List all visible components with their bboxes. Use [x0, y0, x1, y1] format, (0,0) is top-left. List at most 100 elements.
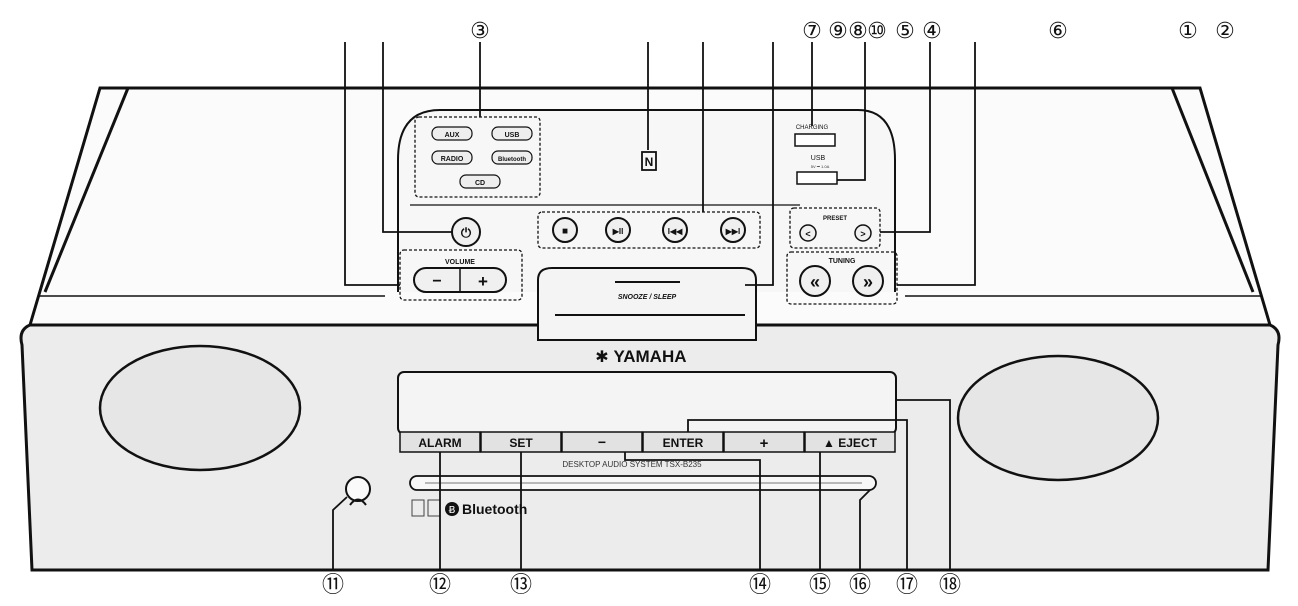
tuning-down-button[interactable] — [799, 265, 831, 297]
bluetooth-source-button[interactable] — [491, 150, 533, 165]
callouts-bottom: ⑪ ⑫ ⑬ ⑭ ⑮ ⑯ ⑰ ⑱ — [322, 573, 961, 598]
tuning-up-button[interactable] — [852, 265, 884, 297]
tuning-label: TUNING — [829, 258, 856, 265]
disc-logo-icon — [411, 499, 425, 517]
skip-back-icon: I◀◀ — [668, 227, 683, 236]
brand-logo: YAMAHA — [613, 347, 686, 366]
eject-button[interactable] — [804, 431, 896, 453]
volume-up-button[interactable]: + — [478, 272, 488, 291]
plus-button[interactable] — [723, 431, 805, 453]
tuning-group — [786, 251, 898, 305]
leader-headphone — [332, 496, 348, 570]
callout-11: ⑪ — [322, 573, 344, 598]
radio-label: RADIO — [441, 156, 464, 163]
callout-6: ⑥ — [1048, 19, 1068, 44]
source-group — [414, 116, 541, 198]
leader-minus-plus — [624, 452, 761, 570]
charging-label: CHARGING — [796, 125, 829, 131]
enter-button[interactable] — [642, 431, 724, 453]
leader-power — [382, 42, 452, 233]
volume-label: VOLUME — [445, 259, 475, 266]
stop-icon: ■ — [562, 226, 568, 237]
front-button-row: ALARM SET − ENTER + ▲ EJECT — [399, 431, 896, 453]
eject-label: ▲ EJECT — [823, 436, 878, 450]
leader-lines — [332, 42, 976, 570]
headphone-jack[interactable] — [345, 476, 371, 502]
preset-next-icon: > — [860, 229, 865, 239]
cd-label: CD — [475, 180, 485, 187]
bluetooth-source-label: Bluetooth — [498, 157, 526, 163]
leader-display — [896, 399, 951, 570]
usb-source-button[interactable] — [491, 126, 533, 141]
leader-tuning — [897, 42, 976, 286]
nfc-icon — [641, 151, 657, 171]
aux-button[interactable] — [431, 126, 473, 141]
charging-port — [794, 133, 836, 147]
snooze-sleep-label: SNOOZE / SLEEP — [618, 294, 677, 301]
nfc-symbol: N — [645, 155, 654, 169]
callout-3: ③ — [470, 19, 490, 44]
stop-button[interactable] — [552, 217, 578, 243]
usb-port — [796, 171, 838, 185]
alarm-label: ALARM — [418, 436, 461, 450]
speaker-left — [98, 344, 302, 472]
cd-button[interactable] — [459, 174, 501, 189]
power-icon: ⏻ — [461, 225, 472, 240]
preset-label: PRESET — [823, 216, 847, 222]
minus-label: − — [598, 434, 606, 450]
callout-18: ⑱ — [939, 573, 961, 598]
volume-group — [399, 249, 523, 301]
tuning-down-icon: « — [810, 272, 820, 292]
bluetooth-text: Bluetooth — [462, 501, 527, 517]
radio-button[interactable] — [431, 150, 473, 165]
usb-source-label: USB — [505, 132, 520, 139]
set-label: SET — [509, 436, 533, 450]
bluetooth-icon — [445, 502, 459, 516]
leader-snooze — [745, 42, 774, 286]
callout-8: ⑧ — [848, 19, 868, 44]
bluetooth-symbol: Ƀ — [449, 505, 456, 516]
brand-mark: ✱ — [595, 347, 608, 366]
callout-14: ⑭ — [749, 573, 771, 598]
callout-5: ⑤ — [895, 19, 915, 44]
snooze-sleep-button[interactable] — [537, 267, 757, 341]
model-text: DESKTOP AUDIO SYSTEM TSX-B235 — [562, 460, 702, 469]
callout-2: ② — [1215, 19, 1235, 44]
preset-group — [789, 207, 881, 249]
callout-1: ① — [1178, 19, 1198, 44]
aux-label: AUX — [445, 132, 460, 139]
callout-15: ⑮ — [809, 573, 831, 598]
leader-volume — [344, 42, 400, 286]
minus-button[interactable] — [561, 431, 643, 453]
speaker-right — [956, 354, 1160, 482]
callouts-top: ③ ⑦ ⑨ ⑧ ⑩ ⑤ ④ ⑥ ① ② — [470, 19, 1235, 44]
callout-9: ⑨ — [828, 19, 848, 44]
top-left-trim — [43, 87, 130, 293]
callout-12: ⑫ — [429, 573, 451, 598]
playback-group — [537, 211, 761, 249]
volume-down-button[interactable]: − — [432, 273, 441, 290]
leader-preset — [880, 42, 931, 233]
leader-enter — [687, 419, 908, 570]
play-pause-button[interactable] — [605, 217, 631, 243]
plus-label: + — [760, 435, 769, 452]
enter-label: ENTER — [663, 436, 704, 450]
skip-forward-button[interactable] — [720, 217, 746, 243]
skip-forward-icon: ▶▶I — [725, 227, 741, 236]
callout-16: ⑯ — [849, 573, 871, 598]
leader-cd-slot — [859, 489, 871, 570]
headphone-icon — [349, 498, 367, 506]
preset-prev-button[interactable] — [799, 224, 817, 242]
callout-4: ④ — [922, 19, 942, 44]
callout-13: ⑬ — [510, 573, 532, 598]
callout-17: ⑰ — [896, 573, 918, 598]
callout-7: ⑦ — [802, 19, 822, 44]
preset-prev-icon: < — [805, 229, 810, 239]
skip-back-button[interactable] — [662, 217, 688, 243]
play-pause-icon: ▶II — [612, 227, 624, 236]
display-window — [397, 371, 897, 435]
tuning-up-icon: » — [863, 272, 873, 292]
preset-next-button[interactable] — [854, 224, 872, 242]
usb-port-sublabel: 5V ⎓ 1.0A — [811, 164, 830, 169]
